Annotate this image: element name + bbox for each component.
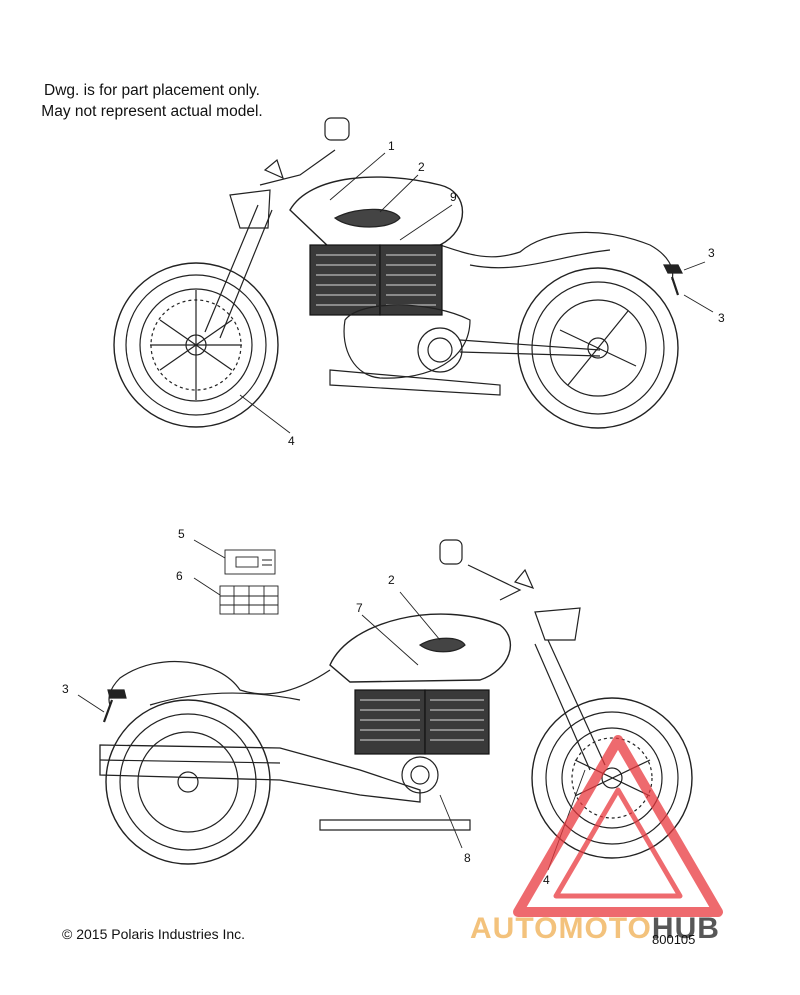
bottom-exhaust (99, 744, 421, 803)
bottom-leaders (77, 591, 586, 871)
watermark-triangle (513, 735, 723, 917)
callout-3a: 3 (708, 246, 715, 260)
watermark-part-1: AUTOMOTO (470, 912, 652, 945)
note-line-2: May not represent actual model. (41, 103, 263, 120)
watermark-part-2: HUB (651, 912, 720, 945)
top-front-wheel (113, 262, 279, 428)
top-motorcycle (113, 117, 683, 429)
bottom-fuel-tank (329, 613, 511, 683)
callout-1: 1 (388, 139, 395, 153)
bottom-callout-labels: 3 7 2 8 4 (62, 573, 550, 887)
top-rear-wheel (517, 267, 679, 429)
bottom-rear-wheel (105, 699, 271, 865)
callout-5: 5 (178, 527, 185, 541)
callout-8: 8 (464, 851, 471, 865)
note-line-1: Dwg. is for part placement only. (44, 82, 260, 99)
top-fuel-tank (289, 176, 464, 249)
callout-7: 7 (356, 601, 363, 615)
top-front-fork (204, 204, 273, 339)
figure-number: 800105 (652, 932, 696, 947)
callout-4b: 4 (543, 873, 550, 887)
decal-5 (193, 539, 276, 575)
bottom-engine (354, 689, 490, 794)
top-leaders (239, 152, 714, 434)
callout-6: 6 (176, 569, 183, 583)
top-callout-labels: 1 2 9 3 3 4 (288, 139, 725, 448)
decal-6 (193, 577, 279, 615)
placement-note: Dwg. is for part placement only. May not… (32, 80, 272, 122)
callout-2b: 2 (388, 573, 395, 587)
bottom-motorcycle (99, 539, 693, 865)
callout-2: 2 (418, 160, 425, 174)
copyright-text: © 2015 Polaris Industries Inc. (62, 926, 246, 942)
callout-9: 9 (450, 190, 457, 204)
bottom-front-wheel (531, 697, 693, 859)
callout-4a: 4 (288, 434, 295, 448)
watermark-text: AUTOMOTOHUB (470, 912, 720, 946)
top-engine (309, 244, 471, 379)
callout-3b: 3 (718, 311, 725, 325)
bottom-front-fork (534, 639, 606, 771)
callout-3c: 3 (62, 682, 69, 696)
